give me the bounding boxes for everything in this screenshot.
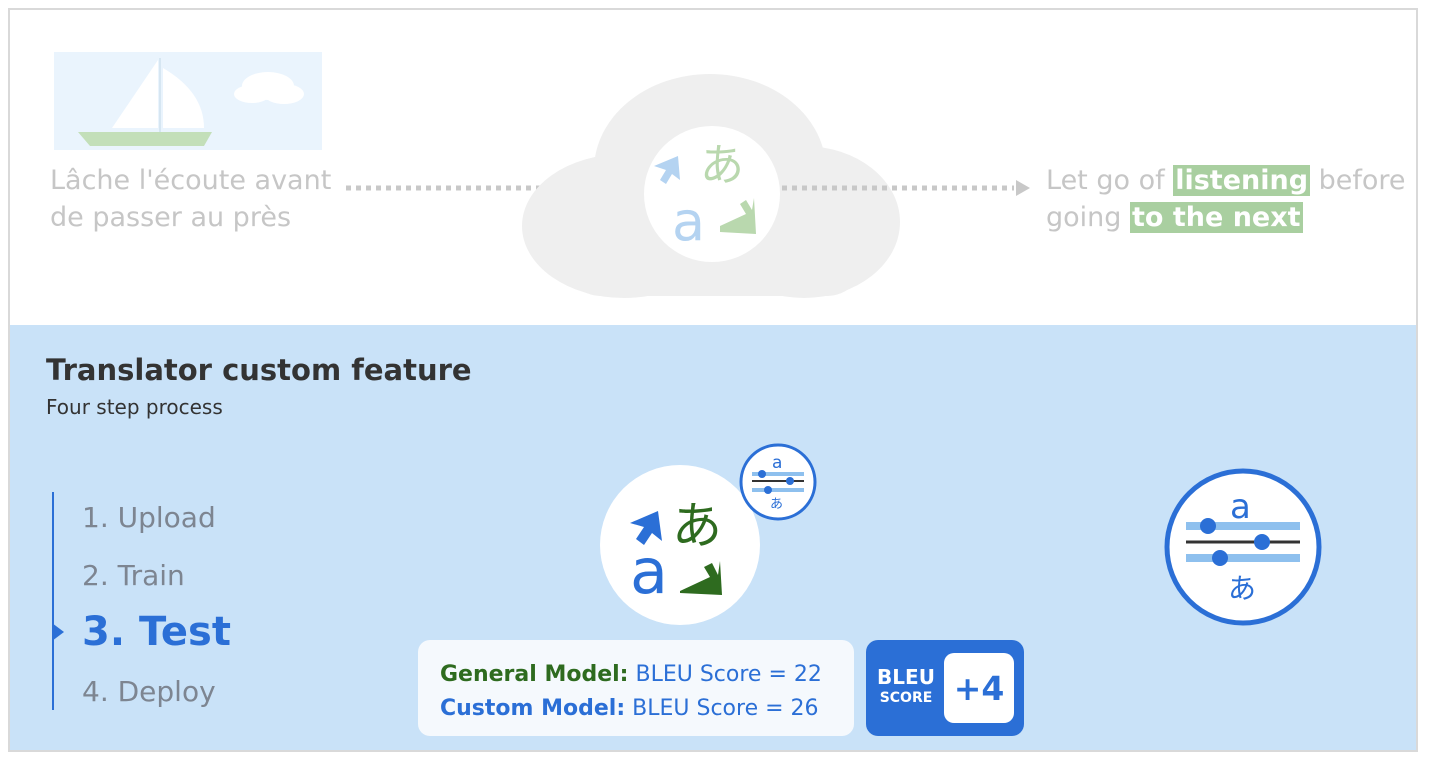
target-text: Let go of xyxy=(1046,165,1174,196)
sailboat-image xyxy=(54,52,322,150)
translator-glyph-kana: あ xyxy=(672,497,722,555)
highlighted-phrase: to the next xyxy=(1130,202,1303,233)
step-train: 2. Train xyxy=(82,559,185,592)
steps-timeline xyxy=(52,492,54,710)
translator-glyph-latin: a xyxy=(630,535,668,608)
custom-model-score: Custom Model: BLEU Score = 26 xyxy=(440,692,854,726)
source-line-1: Lâche l'écoute avant xyxy=(50,165,332,196)
dotted-arrow-icon xyxy=(782,180,1030,196)
mini-glyph-kana: あ xyxy=(770,497,783,512)
target-line-1: Let go of listening before xyxy=(1046,162,1406,199)
feature-subtitle: Four step process xyxy=(46,395,223,419)
step-test-current: 3. Test xyxy=(82,609,231,655)
source-line-2: de passer au près xyxy=(50,202,292,233)
bleu-delta: +4 xyxy=(944,653,1014,723)
feature-title: Translator custom feature xyxy=(46,353,472,387)
alignment-icon: a あ xyxy=(1164,468,1322,626)
target-sentence: Let go of listening before going to the … xyxy=(1046,162,1406,236)
step-deploy: 4. Deploy xyxy=(82,675,216,708)
bleu-score-comparison: General Model: BLEU Score = 22 Custom Mo… xyxy=(418,640,854,736)
custom-model-value: BLEU Score = 26 xyxy=(632,696,819,721)
target-line-2: going to the next xyxy=(1046,199,1406,236)
diagram-frame: Lâche l'écoute avant de passer au près a… xyxy=(8,8,1418,752)
alignment-badge-icon: a あ xyxy=(739,443,817,521)
current-step-marker-icon xyxy=(52,623,64,641)
general-model-value: BLEU Score = 22 xyxy=(635,662,822,687)
cloud-icon: a あ xyxy=(522,74,900,298)
bleu-score-badge: BLEU SCORE +4 xyxy=(866,640,1024,736)
bleu-word: BLEU xyxy=(877,665,935,689)
score-word: SCORE xyxy=(879,690,933,706)
custom-model-label: Custom Model: xyxy=(440,696,626,721)
big-glyph-latin: a xyxy=(1230,487,1251,527)
translator-icon: a あ xyxy=(600,465,760,625)
general-model-label: General Model: xyxy=(440,662,629,687)
cloud-glyph-latin: a xyxy=(672,190,705,253)
step-upload: 1. Upload xyxy=(82,501,216,534)
cloud-glyph-kana: あ xyxy=(700,140,744,191)
target-text: going xyxy=(1046,202,1130,233)
big-glyph-kana: あ xyxy=(1228,572,1256,605)
highlighted-word: listening xyxy=(1173,165,1311,196)
source-sentence: Lâche l'écoute avant de passer au près xyxy=(50,162,331,236)
custom-feature-panel: Translator custom feature Four step proc… xyxy=(10,325,1416,750)
mini-glyph-latin: a xyxy=(772,453,782,473)
target-text: before xyxy=(1310,165,1406,196)
general-model-score: General Model: BLEU Score = 22 xyxy=(440,658,854,692)
translation-example: Lâche l'écoute avant de passer au près a… xyxy=(10,10,1416,325)
